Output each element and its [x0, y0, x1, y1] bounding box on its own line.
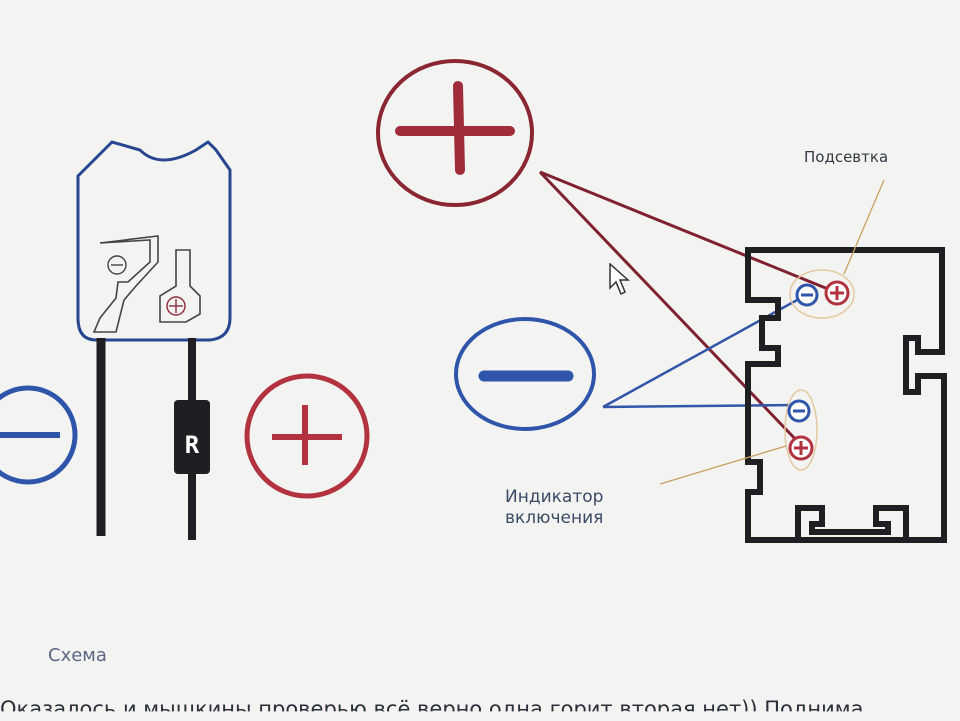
led-plus-mark	[166, 296, 186, 316]
plus-circle-large	[376, 59, 534, 207]
backlight-connector-highlight	[789, 269, 855, 319]
backlight-label: Подсевтка	[804, 148, 889, 166]
plus-symbol-icon-large-v	[453, 81, 465, 175]
aluminium-profile-bottom-slot	[795, 505, 909, 540]
led-anode-post	[159, 249, 201, 323]
wire-plus-to-indicator	[538, 170, 802, 446]
plus-circle-small	[244, 373, 370, 499]
wire-minus-to-indicator	[602, 403, 797, 409]
led-minus-mark	[107, 255, 127, 275]
page-text-line: Оказалось и мышкины проверью всё верно о…	[0, 697, 864, 721]
wire-plus-to-backlight	[539, 170, 829, 291]
minus-circle-oval	[454, 317, 596, 431]
leader-line-indicator	[659, 445, 787, 485]
indicator-label: Индикатор включения	[505, 487, 604, 529]
led-body	[76, 140, 232, 342]
resistor	[174, 400, 210, 474]
indicator-connector-highlight	[784, 389, 818, 471]
leader-line-backlight	[843, 179, 885, 275]
wire-minus-to-backlight	[602, 292, 809, 409]
minus-circle-left	[0, 385, 78, 485]
led-cathode-anvil	[92, 235, 159, 333]
resistor-label: R	[185, 431, 200, 459]
mouse-cursor-icon	[609, 263, 630, 296]
caption: Схема	[48, 645, 107, 666]
aluminium-profile	[745, 247, 947, 543]
